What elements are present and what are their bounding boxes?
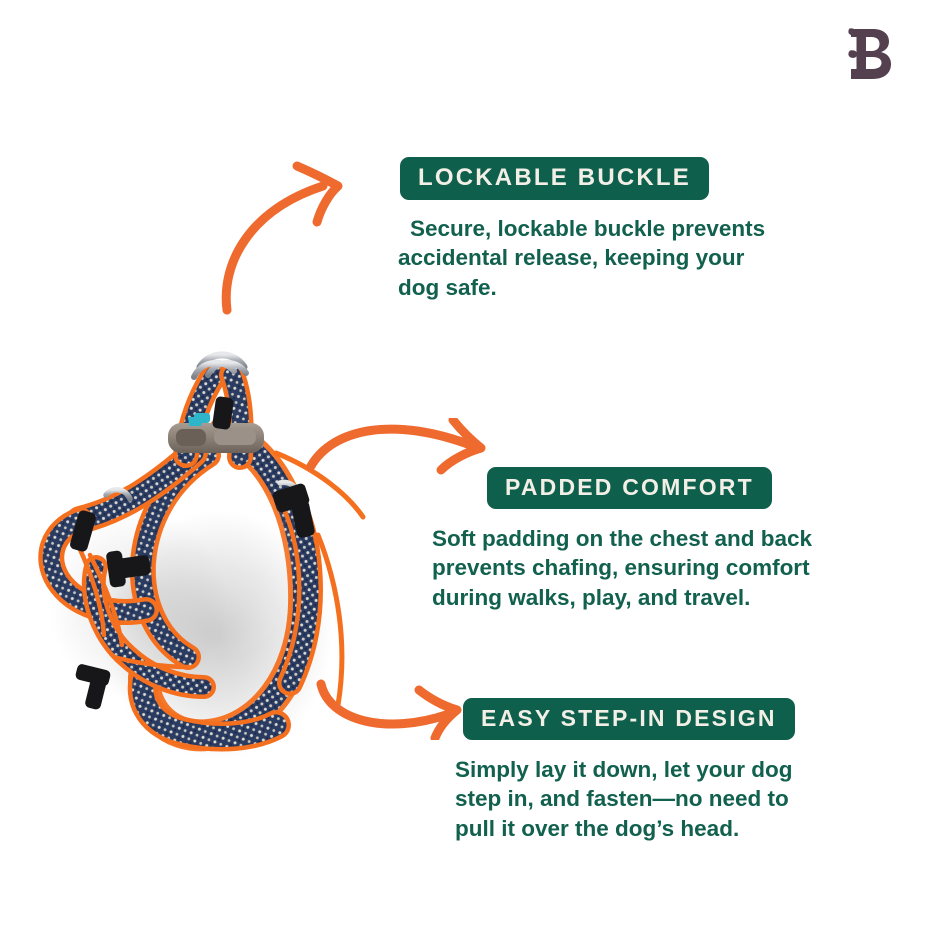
description-easy-step-in-design: Simply lay it down, let your dog step in… [455,757,793,841]
badge-easy-step-in-design: EASY STEP-IN DESIGN [463,698,795,740]
arrow-to-lockable-buckle [205,160,365,315]
description-padded-comfort: Soft padding on the chest and back preve… [432,526,813,610]
feature-easy-step-in-design: EASY STEP-IN DESIGN Simply lay it down, … [455,698,795,843]
lockable-buckle-part [168,413,264,453]
badge-padded-comfort: PADDED COMFORT [487,467,772,509]
metal-d-rings [191,351,249,380]
badge-lockable-buckle: LOCKABLE BUCKLE [400,157,709,200]
brand-logo [842,24,898,86]
black-sliders [70,396,315,710]
feature-padded-comfort: PADDED COMFORT Soft padding on the chest… [432,467,812,612]
description-lockable-buckle: Secure, lockable buckle prevents acciden… [398,216,766,300]
product-image-dog-harness [18,305,378,765]
feature-lockable-buckle: LOCKABLE BUCKLE Secure, lockable buckle … [398,157,766,302]
